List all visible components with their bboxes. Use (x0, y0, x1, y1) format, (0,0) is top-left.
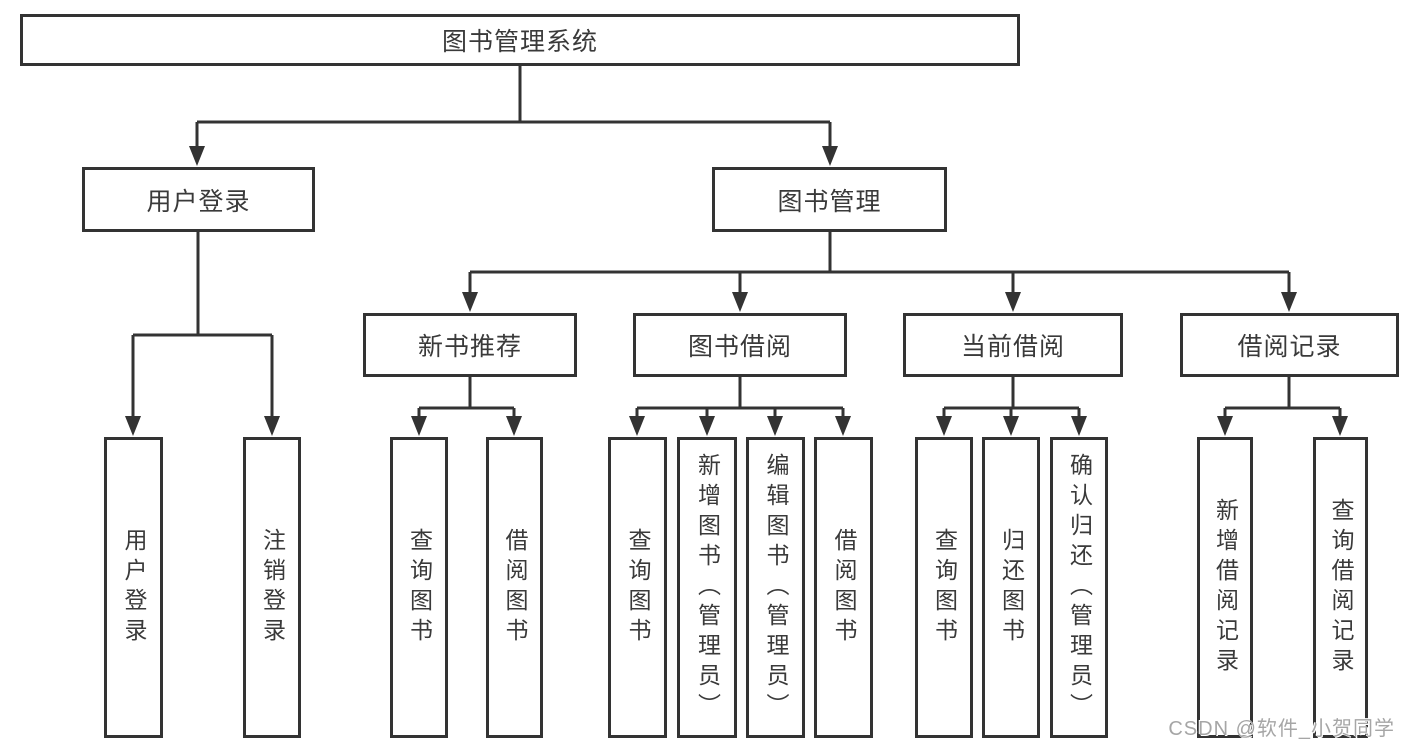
node-new-book-recommend: 新书推荐 (363, 313, 577, 377)
node-label: 新书推荐 (417, 333, 522, 361)
leaf-add-books-admin: 新增图书（管理员） (677, 437, 737, 738)
connector-user-login-children (131, 232, 274, 418)
node-label: 借阅图书 (831, 527, 857, 648)
node-current-borrow: 当前借阅 (903, 313, 1123, 377)
connector-book-management-children (468, 232, 1291, 294)
leaf-return-books: 归还图书 (982, 437, 1040, 738)
node-label: 查询图书 (931, 527, 958, 648)
node-label: 注销登录 (259, 527, 286, 648)
node-label: 借阅图书 (502, 527, 528, 648)
leaf-borrow-books: 借阅图书 (814, 437, 873, 738)
node-label: 用户登录 (121, 527, 147, 648)
leaf-user-login: 用户登录 (104, 437, 163, 738)
leaf-query-books-recommend: 查询图书 (390, 437, 448, 738)
connector-new-book-children (417, 377, 516, 418)
connector-book-borrow-children (635, 377, 845, 418)
node-label: 查询借阅记录 (1328, 497, 1354, 678)
node-label: 图书管理系统 (441, 28, 598, 56)
node-label: 查询图书 (625, 527, 651, 648)
leaf-query-borrow-record: 查询借阅记录 (1313, 437, 1368, 738)
node-label: 查询图书 (406, 527, 433, 648)
leaf-borrow-books-recommend: 借阅图书 (486, 437, 543, 738)
node-label: 新增图书（管理员） (694, 452, 721, 723)
watermark: CSDN @软件_小贺同学 (1168, 718, 1395, 740)
connector-current-borrow-children (942, 377, 1081, 418)
node-label: 新增借阅记录 (1212, 497, 1239, 678)
node-label: 用户登录 (146, 187, 251, 216)
leaf-add-borrow-record: 新增借阅记录 (1197, 437, 1253, 738)
leaf-query-books-current: 查询图书 (915, 437, 973, 738)
arrowheads (125, 146, 1348, 436)
node-label: 归还图书 (998, 527, 1025, 648)
leaf-confirm-return-admin: 确认归还（管理员） (1050, 437, 1108, 738)
leaf-edit-books-admin: 编辑图书（管理员） (746, 437, 805, 738)
node-label: 图书管理 (777, 187, 882, 216)
node-label: 确认归还（管理员） (1066, 452, 1093, 723)
node-book-borrow: 图书借阅 (633, 313, 847, 377)
node-label: 编辑图书（管理员） (763, 452, 789, 723)
node-book-management: 图书管理 (712, 167, 947, 232)
connector-borrow-records-children (1223, 377, 1342, 418)
connector-root-to-level2 (195, 66, 832, 148)
node-library-system: 图书管理系统 (20, 14, 1020, 66)
leaf-logout: 注销登录 (243, 437, 301, 738)
leaf-query-books-borrow: 查询图书 (608, 437, 667, 738)
node-user-login: 用户登录 (82, 167, 315, 232)
node-label: 借阅记录 (1237, 333, 1342, 361)
node-label: 当前借阅 (960, 333, 1065, 361)
node-label: 图书借阅 (687, 333, 792, 361)
node-borrow-records: 借阅记录 (1180, 313, 1399, 377)
